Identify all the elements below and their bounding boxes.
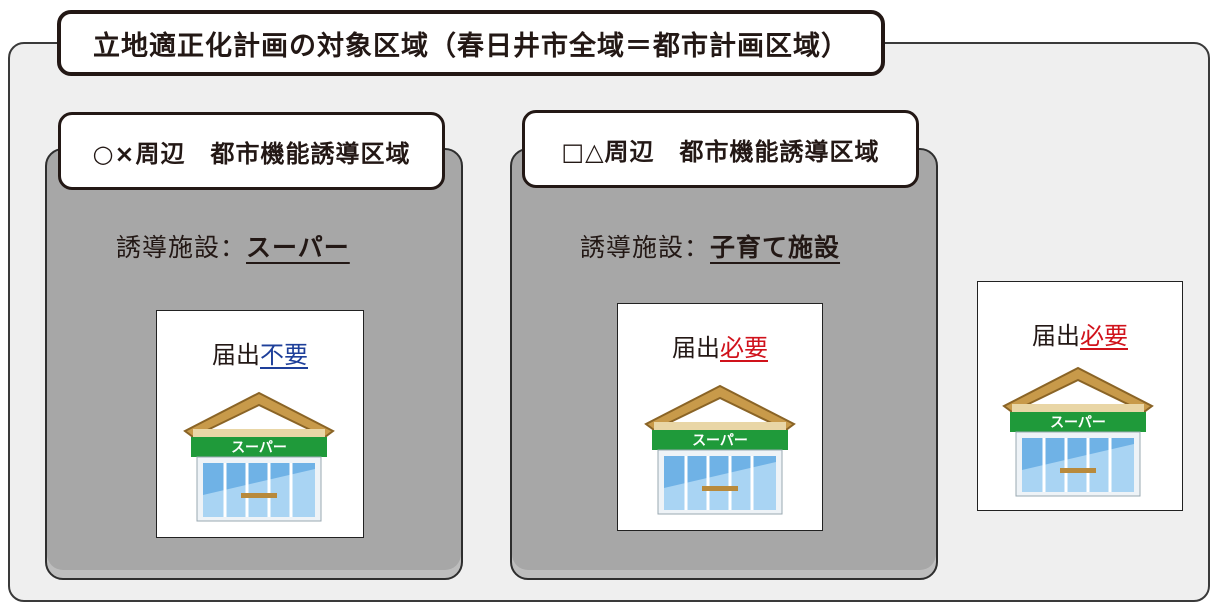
outside-notice-value: 必要 <box>1080 322 1128 350</box>
zone-b-label: □△周辺 都市機能誘導区域 <box>522 110 919 188</box>
outside-notice: 届出必要 <box>978 316 1182 351</box>
zone-a-facility: 誘導施設： スーパー <box>116 228 350 264</box>
zone-a-label-text: ○×周辺 都市機能誘導区域 <box>92 139 411 168</box>
outside-notice-prefix: 届出 <box>1032 322 1080 350</box>
zone-b-facility: 誘導施設： 子育て施設 <box>580 228 840 264</box>
plan-area-title-text: 立地適正化計画の対象区域（春日井市全域＝都市計画区域） <box>93 30 849 62</box>
supermarket-icon: スーパー <box>1002 366 1154 497</box>
store-sign-text: スーパー <box>231 440 287 456</box>
store-sign-text: スーパー <box>692 433 748 449</box>
zone-b-store-card: 届出必要 スーパー <box>617 303 823 531</box>
zone-a-store-card: 届出不要 スーパー <box>156 310 364 538</box>
zone-a-notice-value: 不要 <box>260 341 308 369</box>
store-sign-text: スーパー <box>1050 415 1106 431</box>
zone-a-facility-value: スーパー <box>246 233 350 262</box>
outside-store-card: 届出必要 スーパー <box>977 281 1183 511</box>
zone-b-facility-value: 子育て施設 <box>710 233 841 262</box>
zone-b-facility-prefix: 誘導施設： <box>580 233 711 262</box>
zone-a-notice-prefix: 届出 <box>212 341 260 369</box>
zone-b-notice: 届出必要 <box>618 328 822 363</box>
supermarket-icon: スーパー <box>183 391 335 522</box>
zone-a-notice: 届出不要 <box>157 335 363 370</box>
zone-a-label: ○×周辺 都市機能誘導区域 <box>58 112 445 190</box>
zone-b-notice-value: 必要 <box>720 334 768 362</box>
zone-b-notice-prefix: 届出 <box>672 334 720 362</box>
supermarket-icon: スーパー <box>644 384 796 515</box>
zone-a-facility-prefix: 誘導施設： <box>116 233 247 262</box>
plan-area-title: 立地適正化計画の対象区域（春日井市全域＝都市計画区域） <box>57 10 885 76</box>
zone-b-label-text: □△周辺 都市機能誘導区域 <box>561 137 880 166</box>
